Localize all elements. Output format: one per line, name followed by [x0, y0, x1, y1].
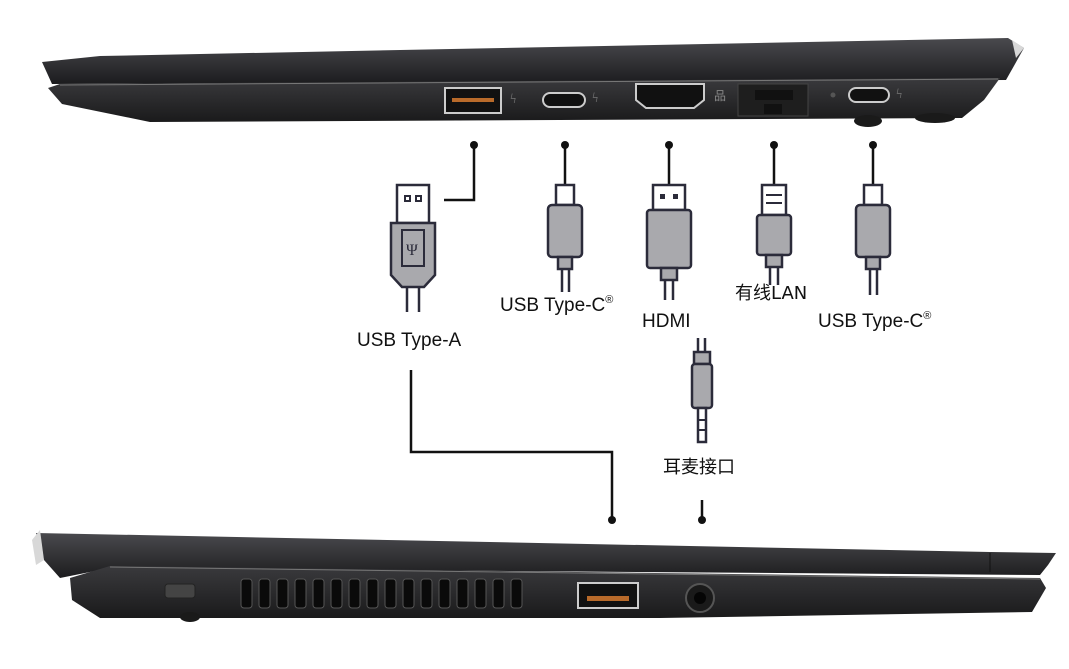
vent-slot	[240, 578, 253, 609]
label-hdmi: HDMI	[642, 311, 691, 332]
vent-slot	[294, 578, 307, 609]
audio-jack-connector-icon	[690, 338, 714, 444]
usb-symbol-icon: Ψ	[406, 242, 418, 259]
vent-slot	[330, 578, 343, 609]
vent-slot	[402, 578, 415, 609]
leader-lines	[409, 141, 877, 524]
usb-c-port	[542, 92, 586, 108]
label-usb-type-a: USB Type-A	[357, 330, 462, 351]
vent-slot	[510, 578, 523, 609]
laptop-right-side-view: ϟ ϟ 品 ϟ	[42, 38, 1024, 127]
usb-c-connector-icon	[854, 183, 892, 295]
network-icon: 品	[714, 89, 726, 103]
label-audio-jack: 耳麦接口	[663, 457, 735, 478]
thunderbolt-icon: ϟ	[510, 92, 516, 107]
usb-c-connector-icon	[546, 183, 584, 292]
vent-slot	[474, 578, 487, 609]
usb-a-port	[577, 582, 639, 609]
status-led	[830, 92, 836, 98]
vent-slot	[438, 578, 451, 609]
air-vents	[240, 578, 523, 609]
usb-c-port	[848, 87, 890, 103]
hdmi-connector-icon	[645, 183, 693, 300]
audio-jack-port	[685, 583, 715, 613]
usb-a-port	[444, 87, 502, 114]
hdmi-port	[635, 83, 705, 109]
vent-slot	[366, 578, 379, 609]
thunderbolt-icon: ϟ	[896, 87, 902, 102]
vent-slot	[348, 578, 361, 609]
label-usb-type-c-1: USB Type-C®	[500, 294, 613, 316]
lock-slot	[164, 583, 196, 599]
usb-a-connector-icon: Ψ	[389, 183, 437, 312]
vent-slot	[312, 578, 325, 609]
vent-slot	[276, 578, 289, 609]
lan-port	[737, 83, 809, 117]
vent-slot	[456, 578, 469, 609]
laptop-left-side-view	[32, 530, 1056, 622]
thunderbolt-icon: ϟ	[592, 91, 598, 106]
label-usb-type-c-2: USB Type-C®	[818, 310, 931, 332]
vent-slot	[420, 578, 433, 609]
lan-connector-icon	[755, 183, 793, 285]
vent-slot	[492, 578, 505, 609]
vent-slot	[258, 578, 271, 609]
vent-slot	[384, 578, 397, 609]
label-lan: 有线LAN	[735, 283, 807, 304]
